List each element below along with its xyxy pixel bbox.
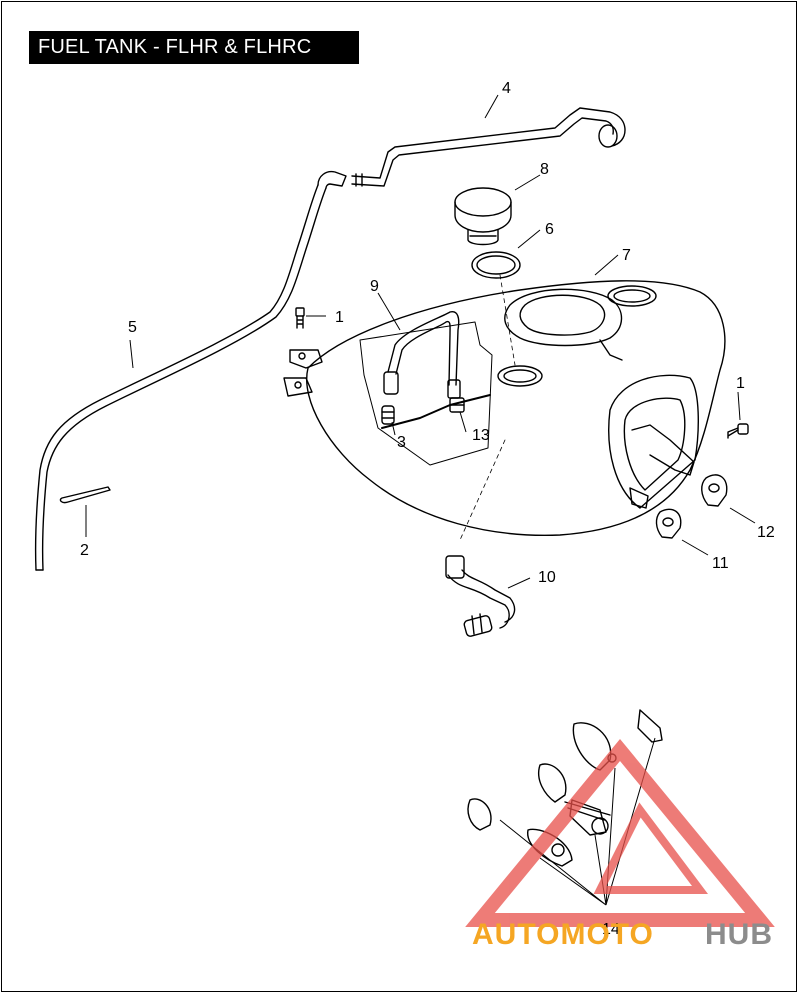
callout-4: 4 bbox=[502, 80, 511, 97]
callout-5: 5 bbox=[128, 319, 137, 336]
part-5-vent-hose bbox=[34, 170, 347, 571]
callout-13: 13 bbox=[472, 427, 490, 444]
callout-7: 7 bbox=[622, 247, 631, 264]
callout-14: 14 bbox=[602, 921, 620, 938]
part-12-grommet bbox=[701, 474, 728, 507]
callout-3: 3 bbox=[397, 434, 406, 451]
callout-6: 6 bbox=[545, 221, 554, 238]
watermark-text-part1: AUTOMOTO bbox=[472, 918, 654, 951]
watermark-text-part2: HUB bbox=[705, 918, 773, 951]
part-7-fuel-tank bbox=[283, 280, 726, 537]
part-9-crossover-hose bbox=[383, 311, 461, 399]
part-14-hardware-group bbox=[467, 709, 663, 867]
part-13-fitting bbox=[449, 397, 465, 413]
watermark-logo bbox=[465, 738, 775, 927]
part-11-grommet bbox=[655, 508, 682, 539]
callout-1-top: 1 bbox=[335, 309, 344, 326]
part-1-screw-right bbox=[727, 423, 749, 439]
diagram-title: FUEL TANK - FLHR & FLHRC bbox=[29, 31, 359, 64]
part-4-vent-tube bbox=[351, 107, 626, 187]
callout-1-right: 1 bbox=[736, 375, 745, 392]
part-8-fuel-cap bbox=[454, 187, 512, 246]
part-3-fitting bbox=[381, 405, 395, 425]
callout-11: 11 bbox=[712, 555, 729, 572]
callout-10: 10 bbox=[538, 569, 556, 586]
part-6-o-ring bbox=[471, 251, 521, 279]
callout-9: 9 bbox=[370, 278, 379, 295]
leader-lines bbox=[85, 94, 756, 906]
callout-2: 2 bbox=[80, 542, 89, 559]
callout-8: 8 bbox=[540, 161, 549, 178]
part-10-fuel-line bbox=[445, 555, 516, 637]
part-1-screw-top bbox=[295, 307, 305, 329]
part-2-pin bbox=[59, 486, 111, 504]
callout-12: 12 bbox=[757, 524, 775, 541]
